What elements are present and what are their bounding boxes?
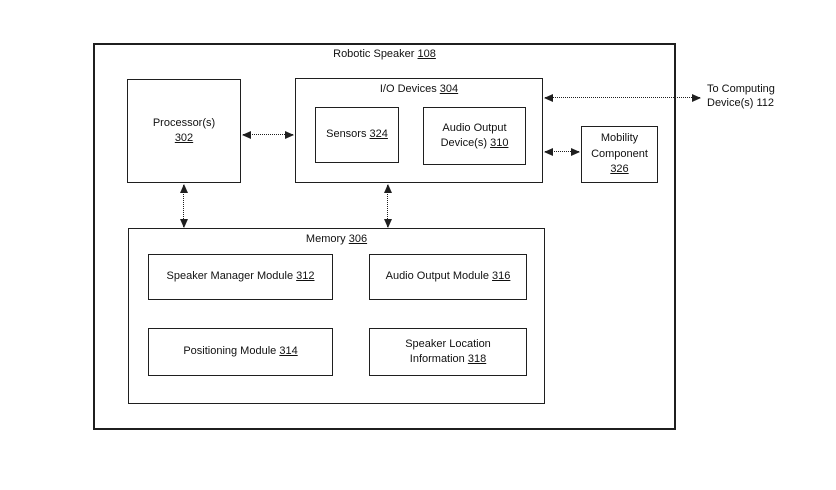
sensors-text: Sensors bbox=[326, 128, 367, 141]
robotic-speaker-ref: 108 bbox=[417, 48, 436, 60]
audio-output-module-box: Audio Output Module 316 bbox=[369, 254, 527, 300]
robotic-speaker-box: Robotic Speaker 108 bbox=[93, 43, 676, 430]
speaker-location-information-text: Speaker Location Information bbox=[405, 337, 491, 365]
memory-label: Memory bbox=[305, 233, 346, 245]
memory-ref: 306 bbox=[348, 233, 368, 245]
positioning-module-box: Positioning Module 314 bbox=[148, 328, 333, 376]
memory-box: Memory 306 Speaker Manager Module 312 Au… bbox=[128, 228, 545, 404]
sensors-box: Sensors 324 bbox=[315, 107, 399, 163]
io-devices-title: I/O Devices 304 bbox=[296, 82, 542, 97]
positioning-module-label: Positioning Module 314 bbox=[183, 344, 297, 359]
arrow-io-devices-computing-devices bbox=[544, 93, 701, 102]
processor-ref: 302 bbox=[174, 132, 194, 144]
speaker-manager-module-text: Speaker Manager Module bbox=[166, 270, 294, 283]
sensors-ref: 324 bbox=[369, 128, 388, 141]
positioning-module-ref: 314 bbox=[279, 345, 298, 358]
memory-title: Memory 306 bbox=[129, 232, 544, 247]
audio-output-module-text: Audio Output Module bbox=[385, 270, 489, 283]
robotic-speaker-title: Robotic Speaker 108 bbox=[95, 48, 674, 60]
mobility-component-ref: 326 bbox=[610, 163, 629, 176]
audio-output-module-ref: 316 bbox=[492, 270, 511, 283]
io-devices-ref: 304 bbox=[439, 83, 459, 95]
speaker-manager-module-ref: 312 bbox=[296, 270, 315, 283]
speaker-location-information-box: Speaker Location Information 318 bbox=[369, 328, 527, 376]
mobility-component-label: Mobility Component 326 bbox=[586, 131, 654, 177]
robotic-speaker-label: Robotic Speaker bbox=[333, 48, 415, 60]
arrow-processor-io-devices bbox=[242, 130, 294, 139]
speaker-location-information-label: Speaker Location Information 318 bbox=[392, 337, 504, 368]
audio-output-devices-ref: 310 bbox=[490, 137, 509, 149]
audio-output-devices-label: Audio Output Device(s) 310 bbox=[429, 121, 521, 152]
positioning-module-text: Positioning Module bbox=[183, 345, 277, 358]
speaker-manager-module-label: Speaker Manager Module 312 bbox=[167, 269, 315, 284]
audio-output-devices-box: Audio Output Device(s) 310 bbox=[423, 107, 526, 165]
audio-output-devices-text: Audio Output Device(s) bbox=[440, 121, 507, 149]
speaker-location-information-ref: 318 bbox=[467, 353, 487, 365]
arrow-io-devices-memory bbox=[383, 184, 392, 228]
to-computing-devices-label: To Computing Device(s) 112 bbox=[707, 83, 775, 110]
speaker-manager-module-box: Speaker Manager Module 312 bbox=[148, 254, 333, 300]
arrow-io-devices-mobility-component bbox=[544, 147, 580, 156]
processor-label: Processor(s) 302 bbox=[153, 116, 215, 147]
mobility-component-box: Mobility Component 326 bbox=[581, 126, 658, 183]
sensors-label: Sensors 324 bbox=[326, 127, 388, 142]
audio-output-module-label: Audio Output Module 316 bbox=[386, 269, 511, 284]
io-devices-label: I/O Devices bbox=[379, 83, 437, 95]
processor-box: Processor(s) 302 bbox=[127, 79, 241, 183]
mobility-component-text: Mobility Component bbox=[591, 132, 648, 160]
processor-text: Processor(s) bbox=[152, 116, 216, 129]
arrow-processor-memory bbox=[179, 184, 188, 228]
io-devices-box: I/O Devices 304 Sensors 324 Audio Output… bbox=[295, 78, 543, 183]
